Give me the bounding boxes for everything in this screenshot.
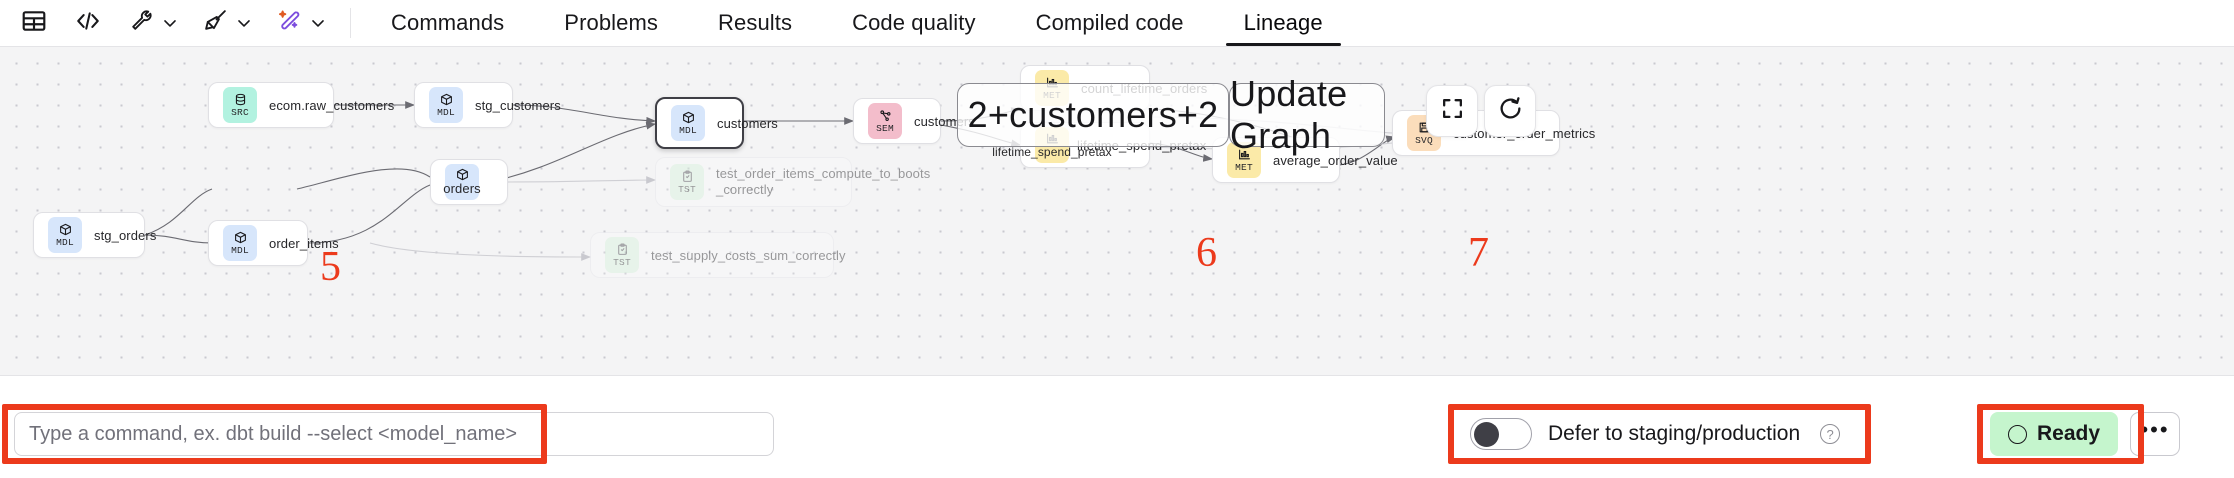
tst-badge: TST — [605, 237, 639, 273]
mdl-badge: MDL — [48, 217, 82, 253]
defer-control: Defer to staging/production ? — [1470, 418, 1841, 450]
toolbar-divider — [350, 8, 351, 38]
clipboard-check-icon — [616, 243, 629, 256]
toolbar-icon-group — [0, 0, 361, 46]
tab-lineage[interactable]: Lineage — [1214, 0, 1353, 46]
fullscreen-button[interactable] — [1426, 85, 1478, 137]
tools-menu-group[interactable] — [124, 6, 180, 40]
bar-chart-icon — [1238, 148, 1251, 161]
node-label: ecom.raw_customers — [269, 97, 395, 113]
graph-selector-overlay[interactable]: 2+customers+2 — [957, 83, 1229, 147]
status-badge[interactable]: Ready — [1990, 412, 2119, 456]
cube-icon — [440, 93, 453, 106]
tab-compiled-code[interactable]: Compiled code — [1035, 10, 1184, 35]
clipboard-check-icon — [681, 170, 694, 183]
lineage-node-orders[interactable]: orders — [430, 159, 508, 205]
tab-results[interactable]: Results — [718, 10, 793, 35]
code-view-button[interactable] — [70, 6, 106, 40]
lineage-node-test-supply-costs[interactable]: TST test_supply_costs_sum_correctly — [590, 232, 845, 278]
badge-label: TST — [678, 183, 696, 195]
badge-label: SVQ — [1415, 134, 1433, 146]
lineage-node-test-order-items[interactable]: TST test_order_items_compute_to_boots _c… — [655, 157, 930, 207]
semantic-graph-icon — [879, 109, 892, 122]
editor-toolbar: Commands Problems Results Code quality C… — [0, 0, 2234, 47]
lineage-node-ecom-raw-customers[interactable]: SRC ecom.raw_customers — [208, 82, 394, 128]
fullscreen-icon — [1440, 96, 1465, 126]
mdl-badge: MDL — [223, 225, 257, 261]
node-label: stg_customers — [475, 97, 561, 113]
chevron-down-icon[interactable] — [160, 13, 180, 33]
badge-label: MET — [1235, 161, 1253, 173]
toggle-knob — [1474, 421, 1499, 447]
wrench-icon — [129, 8, 154, 38]
refresh-graph-button[interactable] — [1484, 85, 1536, 137]
command-input[interactable] — [14, 412, 774, 456]
cube-icon — [234, 231, 247, 244]
mdl-badge: MDL — [429, 87, 463, 123]
tab-problems[interactable]: Problems — [564, 10, 659, 35]
badge-label: SEM — [876, 122, 894, 134]
panel-tabs: Commands Problems Results Code quality C… — [361, 0, 1353, 46]
magic-wand-icon — [277, 8, 302, 38]
update-graph-button[interactable]: Update Graph — [1229, 73, 1385, 156]
database-icon — [234, 93, 247, 106]
status-dot-icon — [2008, 424, 2027, 444]
mdl-badge: MDL — [671, 105, 705, 141]
ai-menu-group[interactable] — [272, 6, 328, 40]
help-icon[interactable]: ? — [1820, 424, 1841, 444]
badge-label: MDL — [437, 106, 455, 118]
node-label: stg_orders — [94, 227, 157, 243]
sem-badge: SEM — [868, 103, 902, 139]
lineage-node-stg-customers[interactable]: MDL stg_customers — [414, 82, 561, 128]
magic-wand-button[interactable] — [272, 6, 307, 40]
table-icon — [21, 8, 47, 39]
chevron-down-icon[interactable] — [234, 13, 254, 33]
node-label: average_order_value — [1273, 152, 1398, 168]
node-label: orders — [443, 181, 481, 196]
refresh-icon — [1498, 96, 1523, 126]
table-view-button[interactable] — [16, 6, 52, 40]
badge-label: MDL — [231, 244, 249, 256]
lineage-node-customers-semantic[interactable]: SEM customers — [853, 98, 975, 144]
defer-label: Defer to staging/production — [1548, 422, 1801, 445]
status-controls: Ready ••• — [1990, 412, 2181, 456]
src-badge: SRC — [223, 87, 257, 123]
lineage-node-order-items[interactable]: MDL order_items — [208, 220, 339, 266]
badge-label: MDL — [56, 236, 74, 248]
badge-label: MDL — [679, 124, 697, 136]
chevron-down-icon[interactable] — [308, 13, 328, 33]
cube-icon — [456, 168, 469, 181]
node-label: test_supply_costs_sum_correctly — [651, 247, 846, 263]
status-label: Ready — [2037, 422, 2101, 445]
node-label: lifetime_spend_pretax — [992, 144, 1112, 159]
mdl-badge: orders — [443, 164, 481, 200]
broom-icon — [203, 8, 228, 38]
cube-icon — [682, 111, 695, 124]
met-badge: MET — [1227, 142, 1261, 178]
cube-icon — [59, 223, 72, 236]
tst-badge: TST — [670, 164, 704, 200]
defer-toggle[interactable] — [1470, 418, 1532, 450]
tab-code-quality[interactable]: Code quality — [852, 10, 976, 35]
broom-button[interactable] — [198, 6, 233, 40]
node-label: order_items — [269, 235, 339, 251]
more-options-button[interactable]: ••• — [2130, 412, 2181, 456]
badge-label: TST — [613, 256, 631, 268]
format-menu-group[interactable] — [198, 6, 254, 40]
lineage-canvas[interactable]: SRC ecom.raw_customers MDL stg_customers… — [0, 47, 2234, 375]
lineage-node-customers-model[interactable]: MDL customers — [655, 97, 778, 149]
tab-commands[interactable]: Commands — [391, 10, 505, 35]
node-label: test_order_items_compute_to_boots _corre… — [716, 166, 931, 197]
code-brackets-icon — [75, 8, 101, 39]
node-label: customers — [717, 115, 778, 131]
badge-label: SRC — [231, 106, 249, 118]
lineage-node-stg-orders[interactable]: MDL stg_orders — [33, 212, 156, 258]
wrench-button[interactable] — [124, 6, 159, 40]
